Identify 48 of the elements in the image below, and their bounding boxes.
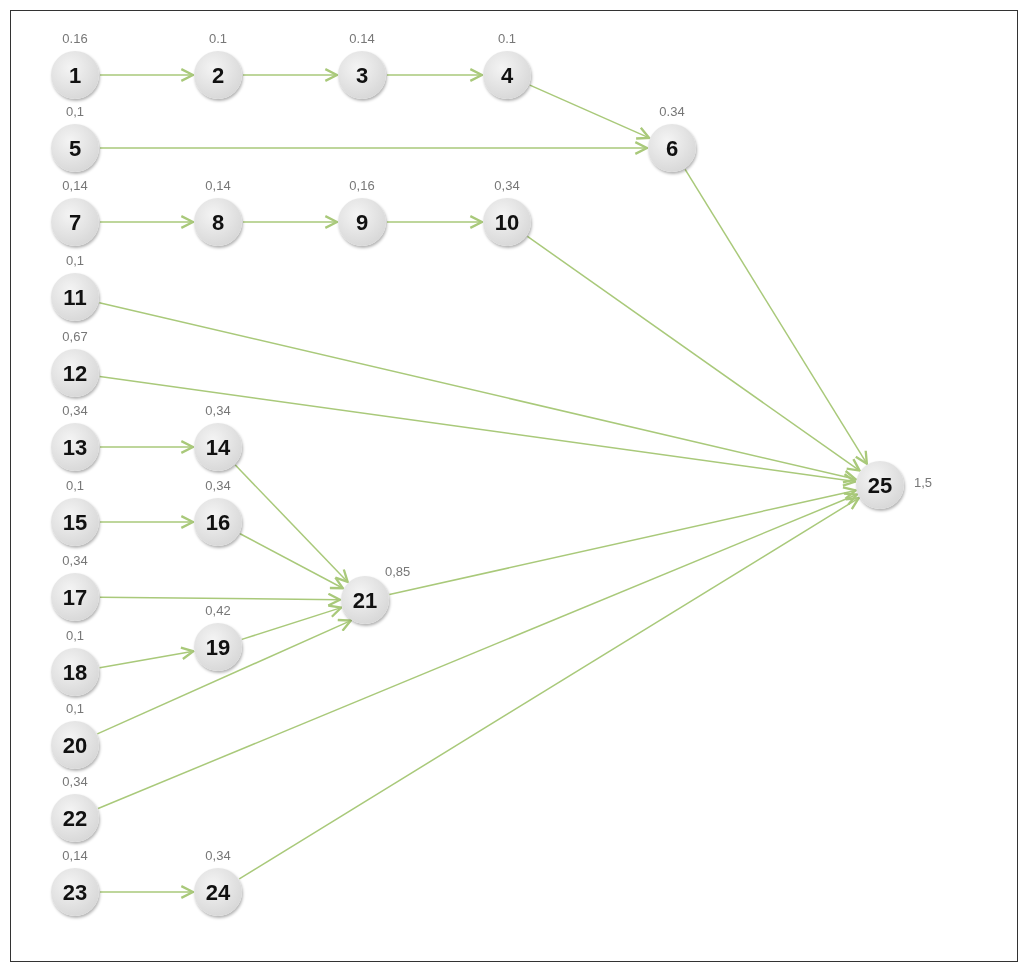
arrow <box>529 84 651 140</box>
arrow <box>99 141 649 155</box>
node-weight: 0.1 <box>207 31 229 47</box>
arrow <box>98 301 857 484</box>
arrow <box>526 235 861 472</box>
node-weight: 0,34 <box>61 774 89 790</box>
arrow <box>99 375 857 487</box>
node-weight: 0,1 <box>64 701 86 717</box>
arrow <box>99 592 342 607</box>
node-weight: 0,34 <box>61 553 89 569</box>
arrow <box>99 885 195 899</box>
node-weight: 0,14 <box>61 848 89 864</box>
node-weight: 0,34 <box>204 403 232 419</box>
node-weight: 0,1 <box>64 478 86 494</box>
node-weight: 0,34 <box>204 848 232 864</box>
arrow <box>386 215 484 229</box>
arrow <box>684 168 869 465</box>
arrow <box>99 515 195 529</box>
arrow <box>386 68 484 82</box>
node-weight: 0,1 <box>64 104 86 120</box>
arrow <box>388 486 857 596</box>
node-weight: 0,1 <box>64 628 86 644</box>
node-weight: 0,1 <box>64 253 86 269</box>
arrow <box>242 68 339 82</box>
node-weight: 0.34 <box>658 104 686 120</box>
arrow <box>234 464 349 584</box>
node-weight: 0,42 <box>204 603 232 619</box>
node-weight: 0,14 <box>204 178 232 194</box>
arrow <box>99 440 195 454</box>
arrow <box>239 532 345 590</box>
node-weight: 0.14 <box>348 31 376 47</box>
node-weight: 0,67 <box>61 329 89 345</box>
arrow <box>241 604 343 641</box>
node-weight: 0,16 <box>348 178 376 194</box>
arrow <box>242 215 339 229</box>
arrow <box>97 492 859 810</box>
node-weight: 0,34 <box>204 478 232 494</box>
arrow <box>99 215 195 229</box>
node-weight: 1,5 <box>914 475 934 491</box>
arrow <box>238 496 860 880</box>
node-weight: 0.16 <box>61 31 89 47</box>
node-weight: 0.1 <box>496 31 518 47</box>
node-weight: 0,34 <box>61 403 89 419</box>
node-weight: 0,14 <box>61 178 89 194</box>
arrow <box>98 646 195 669</box>
arrow <box>99 68 195 82</box>
node-weight: 0,34 <box>493 178 521 194</box>
arrow <box>96 618 352 735</box>
